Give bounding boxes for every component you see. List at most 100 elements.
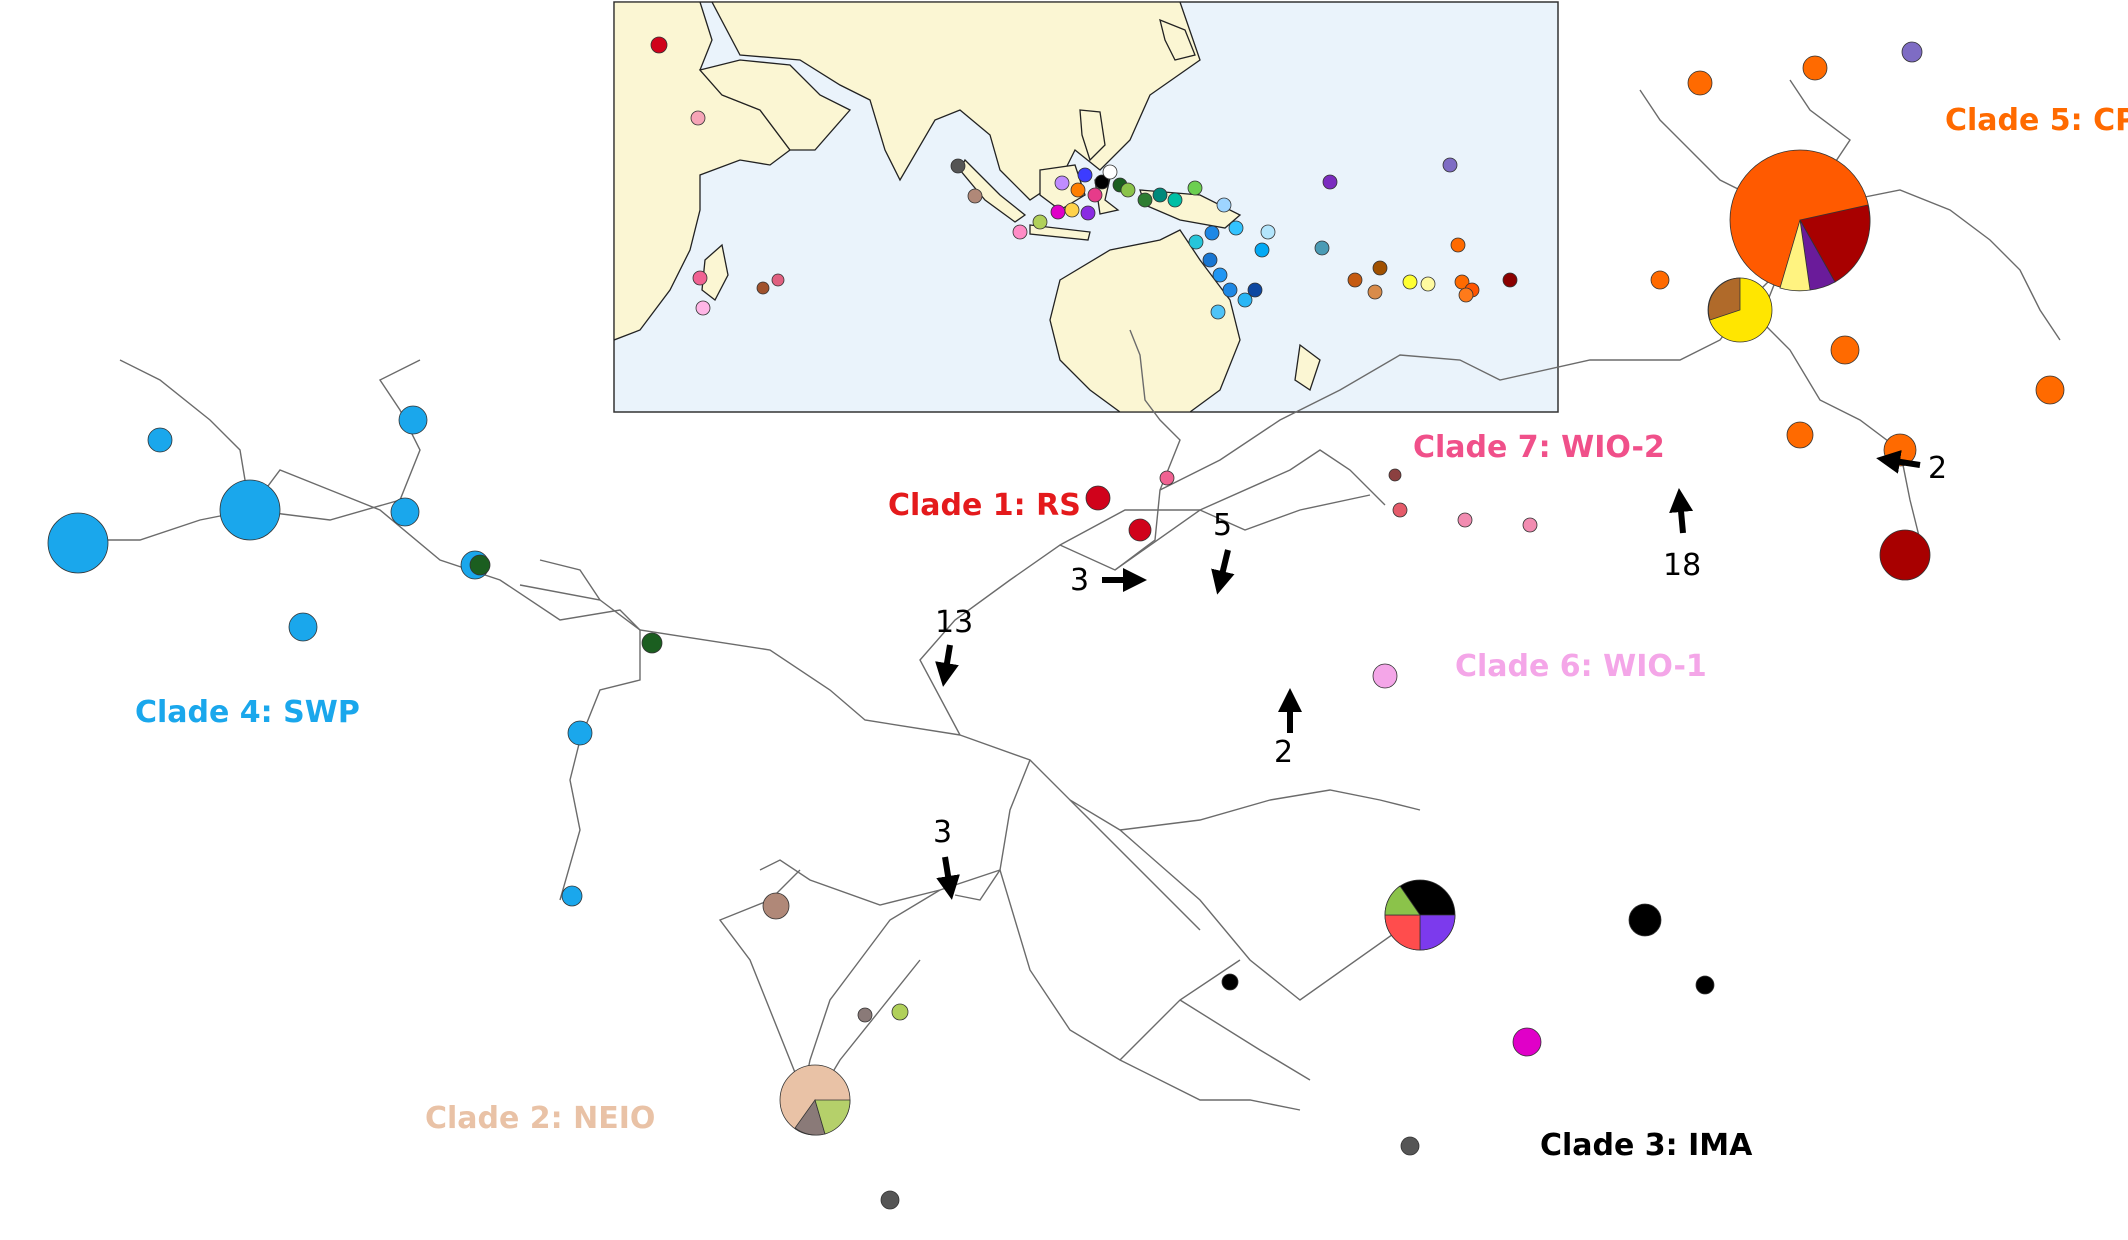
clade-label-5: Clade 5: CP <box>1945 103 2128 138</box>
haplotype-node <box>1901 41 1923 63</box>
clade-label-3: Clade 3: IMA <box>1540 1128 1753 1163</box>
haplotype-node <box>147 427 173 453</box>
haplotype-node <box>1400 1136 1420 1156</box>
arrow-step-3b <box>936 856 960 900</box>
pie-slice <box>1419 914 1456 951</box>
arrow-step-18 <box>1669 488 1694 534</box>
landmass-arabia <box>698 59 852 151</box>
arrow-step-5 <box>1211 549 1235 595</box>
site-dot <box>771 273 785 287</box>
clade-label-1: Clade 1: RS <box>888 488 1081 523</box>
arrow-step-13 <box>935 644 959 687</box>
site-dot <box>1032 214 1048 230</box>
landmass-java <box>1029 224 1091 241</box>
site-dot <box>1210 304 1226 320</box>
map-inset <box>613 1 1559 413</box>
haplotype-node <box>469 554 491 576</box>
haplotype-node <box>1802 55 1828 81</box>
haplotype-node <box>1085 485 1111 511</box>
site-dot <box>1050 204 1066 220</box>
haplotype-node <box>1512 1027 1542 1057</box>
site-dot <box>1228 220 1244 236</box>
haplotype-node <box>1372 663 1398 689</box>
haplotype-node <box>1159 470 1175 486</box>
haplotype-node <box>891 1003 909 1021</box>
site-dot <box>1458 287 1474 303</box>
haplotype-node <box>1388 468 1402 482</box>
haplotype-node <box>880 1190 900 1210</box>
arrow-step-2b <box>1876 449 1921 474</box>
landmass-madagascar <box>701 243 729 301</box>
site-dot <box>1420 276 1436 292</box>
site-dot <box>1222 282 1238 298</box>
site-dot <box>1094 174 1110 190</box>
site-dot <box>1120 182 1136 198</box>
haplotype-node <box>1650 270 1670 290</box>
network-edges <box>80 79 2061 1111</box>
site-dot <box>1152 187 1168 203</box>
site-dot <box>950 158 966 174</box>
site-dot <box>1202 252 1218 268</box>
site-dot <box>1137 192 1153 208</box>
site-dot <box>1502 272 1518 288</box>
site-dot <box>1314 240 1330 256</box>
haplotype-node <box>641 632 663 654</box>
site-dot <box>1260 224 1276 240</box>
haplotype-node <box>1687 70 1713 96</box>
site-dot <box>1402 274 1418 290</box>
pie-slice <box>1384 914 1421 951</box>
clade-label-6: Clade 6: WIO-1 <box>1455 649 1707 684</box>
clade-label-2: Clade 2: NEIO <box>425 1101 655 1136</box>
haplotype-node <box>1830 335 1860 365</box>
site-dot <box>1237 292 1253 308</box>
site-dot <box>1247 282 1263 298</box>
site-dot <box>1064 202 1080 218</box>
site-dot <box>1087 187 1103 203</box>
clade-label-7: Clade 7: WIO-2 <box>1413 430 1665 465</box>
haplotype-node <box>2035 375 2065 405</box>
pie-slice <box>1708 277 1741 321</box>
haplotype-node-clade4-major <box>47 512 109 574</box>
haplotype-node <box>1392 502 1408 518</box>
pie-slice <box>1384 885 1421 916</box>
network-nodes <box>47 41 2065 1210</box>
haplotype-node-clade4-major <box>219 479 281 541</box>
step-label-18: 18 <box>1663 548 1701 583</box>
pie-slice <box>1779 219 1811 292</box>
step-label-13: 13 <box>935 605 973 640</box>
site-dot <box>1442 157 1458 173</box>
clade-labels: Clade 1: RS Clade 2: NEIO Clade 3: IMA C… <box>135 103 2128 1163</box>
site-dot <box>1077 167 1093 183</box>
site-dot <box>1054 175 1070 191</box>
haplotype-node <box>857 1007 873 1023</box>
site-dot <box>1450 237 1466 253</box>
site-dot <box>1347 272 1363 288</box>
haplotype-node <box>1628 903 1662 937</box>
landmass-asia <box>711 2 1201 201</box>
haplotype-node <box>398 405 428 435</box>
site-dot <box>650 36 668 54</box>
haplotype-node <box>390 497 420 527</box>
haplotype-node <box>1128 518 1152 542</box>
site-dot <box>1254 242 1270 258</box>
site-dot <box>1187 180 1203 196</box>
site-dot <box>1212 267 1228 283</box>
haplotype-node <box>1695 975 1715 995</box>
site-dot <box>695 300 711 316</box>
site-dot <box>1216 197 1232 213</box>
site-dot <box>692 270 708 286</box>
haplotype-node <box>288 612 318 642</box>
haplotype-node <box>1786 421 1814 449</box>
landmass-africa <box>614 2 791 341</box>
haplotype-node <box>762 892 790 920</box>
clade-label-4: Clade 4: SWP <box>135 695 360 730</box>
step-label-2b: 2 <box>1928 451 1947 486</box>
landmass-australia <box>1049 229 1241 412</box>
haplotype-node <box>1879 529 1931 581</box>
step-label-5: 5 <box>1213 508 1232 543</box>
landmass-philippines <box>1079 109 1106 162</box>
landmass-japan <box>1159 18 1196 61</box>
site-dot <box>690 110 706 126</box>
sampling-sites <box>650 36 1518 320</box>
